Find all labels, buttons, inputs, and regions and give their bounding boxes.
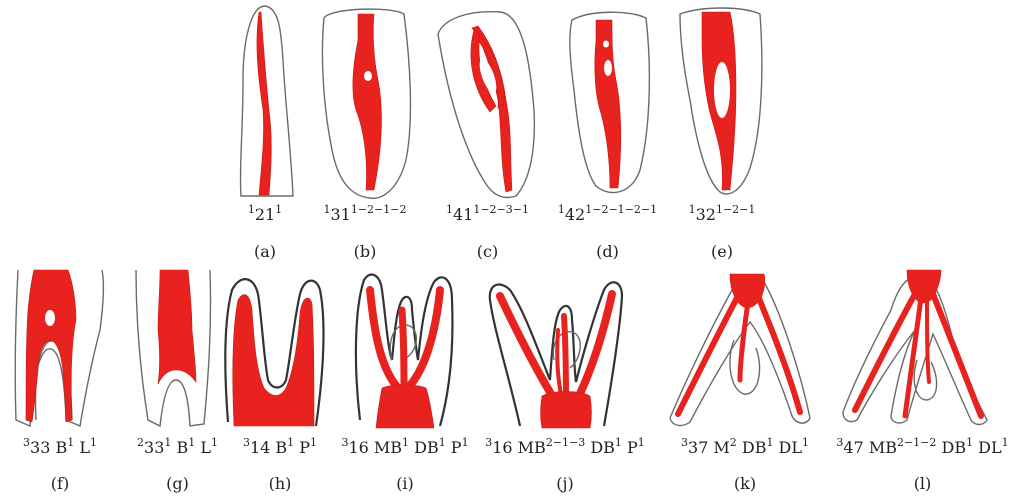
label-k: (k) <box>660 474 830 493</box>
tooth-a-drawing <box>225 0 305 200</box>
formula-superscript: 1 <box>638 436 645 449</box>
tooth-d-drawing <box>550 0 665 200</box>
label-b: (b) <box>310 242 420 261</box>
label-a: (a) <box>225 242 305 261</box>
label-j: (j) <box>480 474 650 493</box>
label-i: (i) <box>340 474 470 493</box>
formula-superscript: 1 <box>462 436 469 449</box>
panel-k: 337 M2 DB1 DL1 (k) <box>660 270 830 504</box>
panel-l: 347 MB2−1−2 DB1 DL1 (l) <box>835 270 1010 504</box>
formula-i: 316 MB1 DB1 P1 <box>340 438 470 457</box>
formula-superscript: 1 <box>211 436 218 449</box>
formula-c: 1411−2−3−1 <box>430 205 545 224</box>
formula-base: DB <box>409 438 439 457</box>
formula-base: 21 <box>255 205 275 224</box>
tooth-i-drawing <box>340 270 470 430</box>
tooth-b-drawing <box>310 0 420 200</box>
formula-base: 41 <box>453 205 473 224</box>
formula-base: 47 MB <box>843 438 897 457</box>
panel-i: 316 MB1 DB1 P1 (i) <box>340 270 470 504</box>
panel-f: 333 B1 L1 (f) <box>0 270 120 504</box>
formula-k: 337 M2 DB1 DL1 <box>660 438 830 457</box>
formula-base: P <box>446 438 462 457</box>
formula-base: 14 B <box>250 438 287 457</box>
formula-base: 16 MB <box>492 438 546 457</box>
formula-superscript: 1 <box>310 436 317 449</box>
formula-d: 1421−2−1−2−1 <box>550 205 665 224</box>
formula-superscript: 3 <box>681 436 688 449</box>
tooth-l-drawing <box>835 270 1010 430</box>
formula-superscript: 1−2−1−2 <box>351 203 407 216</box>
label-l: (l) <box>835 474 1010 493</box>
formula-superscript: 1 <box>446 203 453 216</box>
formula-superscript: 2−1−3 <box>546 436 585 449</box>
formula-base: P <box>294 438 310 457</box>
formula-superscript: 1 <box>802 436 809 449</box>
formula-superscript: 1 <box>439 436 446 449</box>
formula-base: 16 MB <box>348 438 402 457</box>
formula-superscript: 1 <box>248 203 255 216</box>
formula-base: 37 M <box>688 438 730 457</box>
label-g: (g) <box>130 474 225 493</box>
formula-j: 316 MB2−1−3 DB1 P1 <box>480 438 650 457</box>
formula-base: DB <box>936 438 966 457</box>
formula-superscript: 1 <box>90 436 97 449</box>
formula-g: 2331 B1 L1 <box>130 438 225 457</box>
formula-base: DB <box>737 438 767 457</box>
panel-g: 2331 B1 L1 (g) <box>130 270 225 504</box>
formula-superscript: 1 <box>1002 436 1009 449</box>
formula-base: L <box>74 438 90 457</box>
panel-h: 314 B1 P1 (h) <box>220 270 340 504</box>
panel-e: 1321−2−1 (e) <box>672 0 772 270</box>
formula-base: P <box>622 438 638 457</box>
panel-j: 316 MB2−1−3 DB1 P1 (j) <box>480 270 650 504</box>
formula-superscript: 2 <box>137 436 144 449</box>
formula-superscript: 1 <box>615 436 622 449</box>
panel-c: 1411−2−3−1 (c) <box>430 0 545 270</box>
formula-base: 42 <box>565 205 585 224</box>
panel-a: 1211 (a) <box>225 0 305 270</box>
tooth-k-drawing <box>660 270 830 430</box>
label-e: (e) <box>672 242 772 261</box>
formula-base: 33 B <box>30 438 67 457</box>
label-h: (h) <box>220 474 340 493</box>
formula-superscript: 3 <box>23 436 30 449</box>
formula-superscript: 1−2−1 <box>716 203 755 216</box>
formula-superscript: 1 <box>689 203 696 216</box>
tooth-g-drawing <box>130 270 225 430</box>
formula-base: 33 <box>144 438 164 457</box>
tooth-e-drawing <box>672 0 772 200</box>
label-c: (c) <box>430 242 545 261</box>
tooth-f-drawing <box>0 270 120 430</box>
formula-l: 347 MB2−1−2 DB1 DL1 <box>835 438 1010 457</box>
formula-superscript: 1−2−1−2−1 <box>585 203 657 216</box>
formula-base: B <box>171 438 188 457</box>
formula-h: 314 B1 P1 <box>220 438 340 457</box>
formula-base: 31 <box>330 205 350 224</box>
formula-superscript: 1 <box>275 203 282 216</box>
formula-base: DB <box>585 438 615 457</box>
formula-f: 333 B1 L1 <box>0 438 120 457</box>
formula-superscript: 2 <box>730 436 737 449</box>
panel-d: 1421−2−1−2−1 (d) <box>550 0 665 270</box>
formula-a: 1211 <box>225 205 305 224</box>
panel-b: 1311−2−1−2 (b) <box>310 0 420 270</box>
tooth-h-drawing <box>220 270 340 430</box>
label-f: (f) <box>0 474 120 493</box>
formula-superscript: 1 <box>402 436 409 449</box>
formula-superscript: 1−2−3−1 <box>473 203 529 216</box>
formula-base: DL <box>773 438 802 457</box>
formula-base: 32 <box>696 205 716 224</box>
formula-base: DL <box>973 438 1002 457</box>
tooth-j-drawing <box>480 270 650 430</box>
tooth-c-drawing <box>430 0 545 200</box>
formula-superscript: 2−1−2 <box>897 436 936 449</box>
formula-superscript: 3 <box>243 436 250 449</box>
formula-b: 1311−2−1−2 <box>310 205 420 224</box>
formula-superscript: 1 <box>558 203 565 216</box>
formula-e: 1321−2−1 <box>672 205 772 224</box>
formula-base: L <box>195 438 211 457</box>
label-d: (d) <box>550 242 665 261</box>
